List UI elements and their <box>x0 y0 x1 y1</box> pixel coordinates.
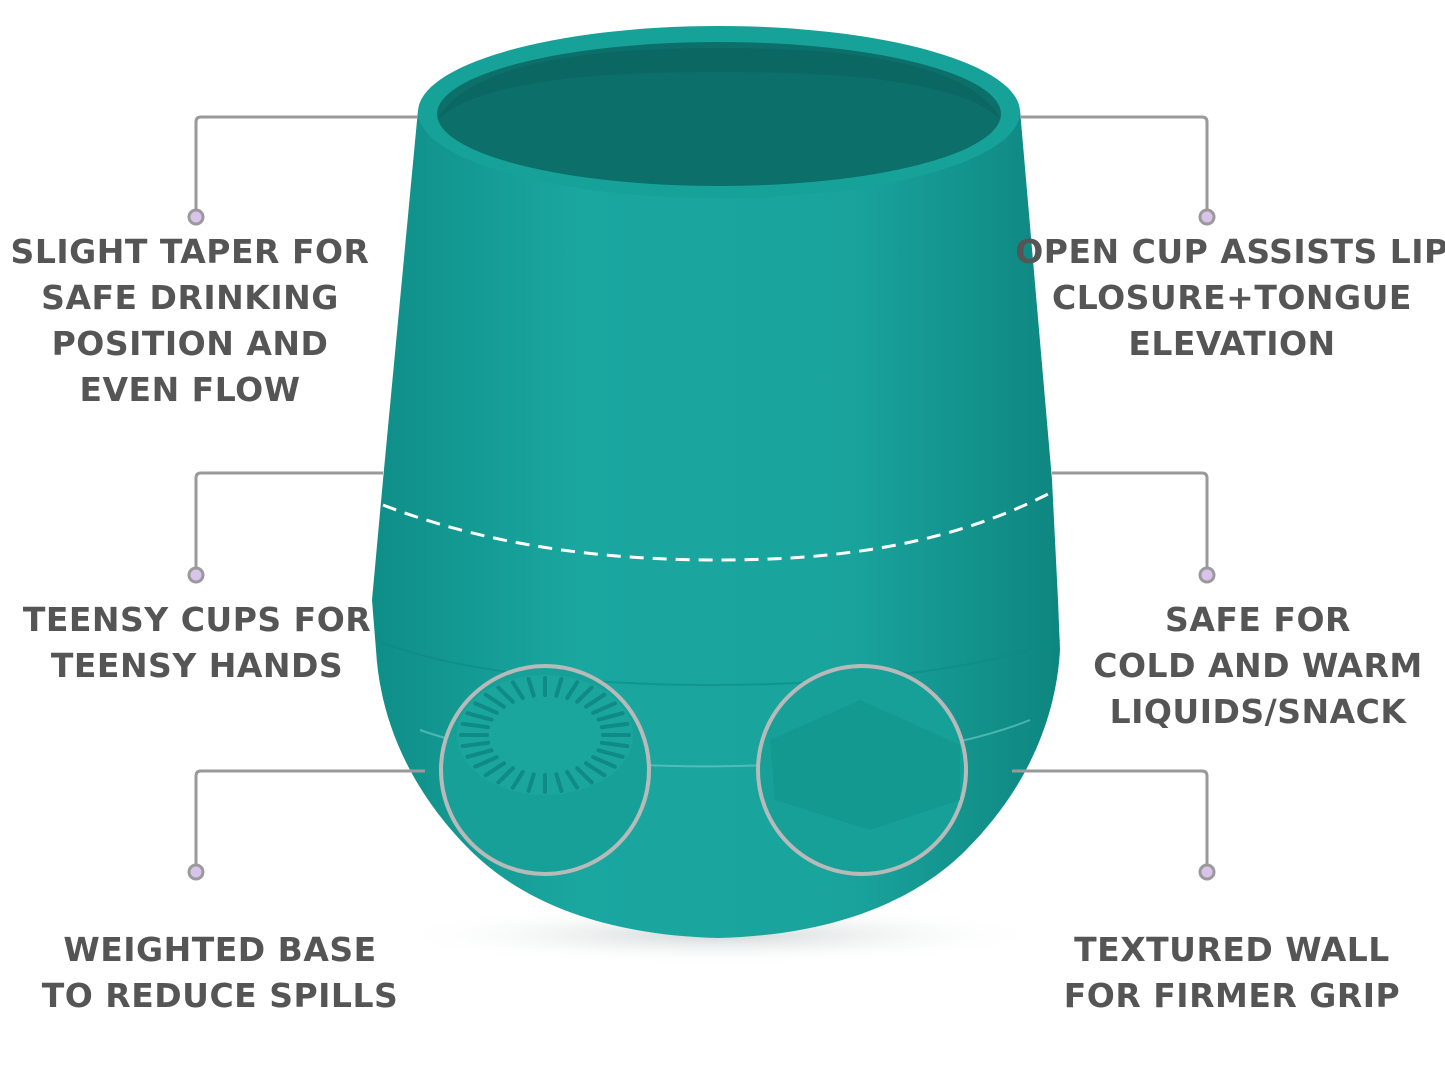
wall-detail-circle <box>756 664 968 876</box>
texture-ray <box>473 701 499 715</box>
callout-line: LIQUIDS/SNACK <box>1109 692 1407 731</box>
texture-ray <box>465 748 494 759</box>
texture-ray <box>483 761 506 778</box>
callout-line: TEENSY HANDS <box>50 646 344 685</box>
texture-ray <box>575 766 594 785</box>
callout-open-cup: OPEN CUP ASSISTS LIP CLOSURE+TONGUE ELEV… <box>1012 229 1445 367</box>
callout-line: TEENSY CUPS FOR <box>22 600 372 639</box>
texture-ray <box>554 677 564 698</box>
texture-ray <box>584 761 607 778</box>
texture-ray <box>591 701 617 715</box>
texture-ray <box>596 748 625 759</box>
texture-ray <box>510 680 525 701</box>
texture-ray <box>565 769 580 790</box>
texture-ray <box>496 685 515 704</box>
base-detail-circle <box>439 664 651 876</box>
texture-ray <box>565 680 580 701</box>
texture-ray <box>575 685 594 704</box>
callout-line: TO REDUCE SPILLS <box>41 976 399 1015</box>
texture-ray <box>496 766 515 785</box>
texture-ray <box>460 740 491 749</box>
callout-line: OPEN CUP ASSISTS LIP <box>1015 232 1445 271</box>
callout-line: TEXTURED WALL <box>1074 930 1390 969</box>
texture-ray <box>554 772 564 793</box>
callout-weighted: WEIGHTED BASE TO REDUCE SPILLS <box>0 927 440 1019</box>
callout-line: ELEVATION <box>1128 324 1336 363</box>
texture-ray <box>483 692 506 709</box>
callout-line: SAFE DRINKING <box>41 278 339 317</box>
texture-ray <box>473 755 499 769</box>
dashed-line <box>382 490 1053 562</box>
callout-line: WEIGHTED BASE <box>63 930 377 969</box>
texture-ray <box>526 772 536 793</box>
callout-line: POSITION AND <box>51 324 329 363</box>
texture-ray <box>465 711 494 722</box>
connector-dots <box>187 208 1216 881</box>
texture-ray <box>599 721 630 730</box>
callout-line: SLIGHT TAPER FOR <box>10 232 370 271</box>
callout-line: CLOSURE+TONGUE <box>1052 278 1412 317</box>
callout-line: FOR FIRMER GRIP <box>1063 976 1401 1015</box>
callout-line: EVEN FLOW <box>79 370 301 409</box>
texture-ray <box>591 755 617 769</box>
texture-ray <box>584 692 607 709</box>
texture-ray <box>460 721 491 730</box>
texture-ray <box>526 677 536 698</box>
texture-ray <box>596 711 625 722</box>
texture-ray <box>510 769 525 790</box>
callout-safe: SAFE FOR COLD AND WARM LIQUIDS/SNACK <box>1038 597 1445 735</box>
callout-teensy: TEENSY CUPS FOR TEENSY HANDS <box>0 597 417 689</box>
callout-taper: SLIGHT TAPER FOR SAFE DRINKING POSITION … <box>0 229 410 413</box>
connector-lines <box>194 115 1209 867</box>
texture-ray <box>599 740 630 749</box>
cup-opening <box>437 42 1001 186</box>
callout-textured: TEXTURED WALL FOR FIRMER GRIP <box>1012 927 1445 1019</box>
callout-line: COLD AND WARM <box>1093 646 1423 685</box>
callout-line: SAFE FOR <box>1165 600 1351 639</box>
